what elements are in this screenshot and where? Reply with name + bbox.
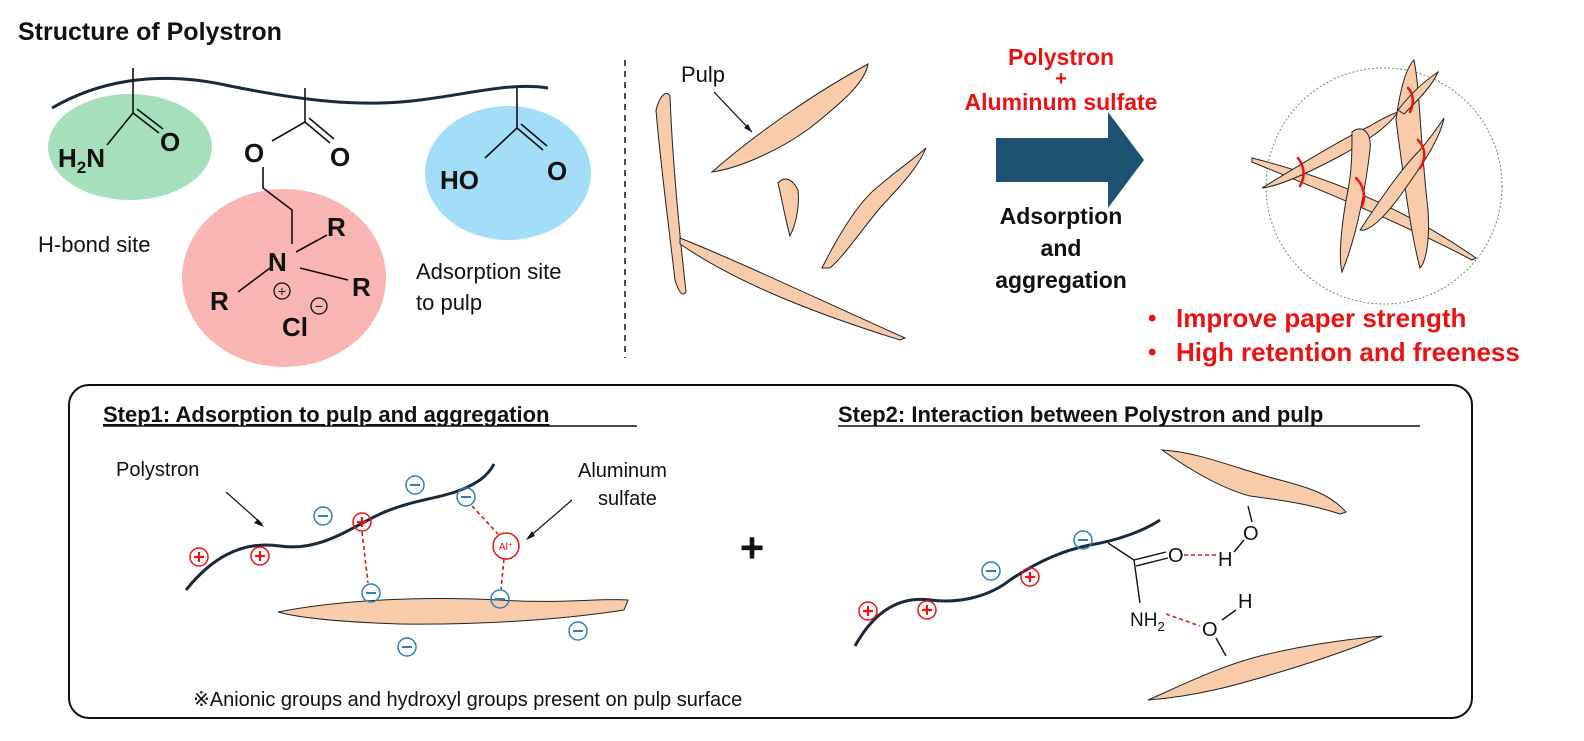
- r-group-3: R: [210, 286, 229, 316]
- loose-pulp-fibers: [655, 63, 927, 341]
- cationic-site-ellipse: [182, 189, 386, 367]
- benefit-bullet-1: •: [1148, 305, 1156, 332]
- aggregated-pulp: [1251, 58, 1503, 305]
- action-line-1: Adsorption: [1000, 203, 1123, 229]
- pulp-label: Pulp: [681, 62, 725, 87]
- step1-illustration: Polystron Aluminum sulfate Al⁺: [116, 459, 667, 657]
- svg-text:H2N: H2N: [58, 143, 105, 177]
- r-group-2: R: [352, 272, 371, 302]
- amide-subscript: 2: [77, 158, 86, 177]
- svg-text:NH2: NH2: [1130, 610, 1165, 634]
- step2-title: Step2: Interaction between Polystron and…: [838, 402, 1323, 427]
- step2-illustration: O NH2 H O O H: [853, 449, 1383, 701]
- additive-polystron: Polystron: [1008, 44, 1114, 70]
- step1-polystron-label: Polystron: [116, 459, 199, 481]
- acid-hydroxyl: HO: [440, 165, 479, 195]
- steps-plus-icon: +: [740, 524, 765, 571]
- adsorption-site-ellipse: [425, 106, 591, 240]
- action-line-2: and: [1041, 235, 1082, 261]
- footnote: ※Anionic groups and hydroxyl groups pres…: [193, 689, 742, 711]
- step2-h-bottom: H: [1238, 591, 1252, 613]
- nitrogen-atom: N: [268, 247, 287, 277]
- adsorption-site-label-1: Adsorption site: [416, 259, 562, 284]
- step2-carbonyl-o: O: [1168, 545, 1184, 567]
- step2-amine-sub: 2: [1157, 619, 1164, 634]
- aluminum-ion-label: Al⁺: [499, 542, 513, 553]
- aluminum-ion-icon: [492, 532, 520, 560]
- additive-plus: +: [1055, 68, 1067, 90]
- step2-amine-nh: NH: [1130, 610, 1157, 631]
- step2-h-top: H: [1218, 549, 1232, 571]
- step1-alum-label-2: sulfate: [598, 488, 657, 510]
- steps-panel: [68, 384, 1473, 719]
- step2-o-bottom: O: [1202, 619, 1218, 641]
- polymer-structure: H2N O O O N R R R + Cl − HO O H-bond sit…: [38, 68, 591, 367]
- step1-alum-label-1: Aluminum: [578, 460, 667, 482]
- polymer-backbone: [51, 76, 549, 110]
- page-title: Structure of Polystron: [18, 18, 282, 46]
- benefit-bullet-2: •: [1148, 339, 1156, 366]
- ester-oxygen-1: O: [244, 138, 264, 168]
- svg-text:+: +: [278, 283, 286, 299]
- acid-oxygen: O: [547, 156, 567, 186]
- process-arrow-icon: [996, 112, 1144, 208]
- amide-h: H: [58, 143, 77, 173]
- step2-polymer-chain: [853, 518, 1161, 647]
- positive-charge-icon: [273, 282, 291, 300]
- amide-oxygen: O: [160, 127, 180, 157]
- amide-n: N: [86, 143, 105, 173]
- svg-text:−: −: [315, 298, 323, 314]
- step2-o-top: O: [1243, 523, 1259, 545]
- adsorption-site-label-2: to pulp: [416, 290, 482, 315]
- step1-polymer-chain: [184, 463, 496, 591]
- benefit-1: Improve paper strength: [1176, 303, 1466, 333]
- ester-oxygen-2: O: [330, 142, 350, 172]
- r-group-1: R: [327, 212, 346, 242]
- step1-title: Step1: Adsorption to pulp and aggregatio…: [103, 402, 550, 427]
- hbond-site-ellipse: [48, 94, 212, 200]
- hbond-site-label: H-bond site: [38, 232, 151, 257]
- additive-alum: Aluminum sulfate: [965, 89, 1158, 115]
- chloride-ion: Cl: [282, 312, 308, 342]
- action-line-3: aggregation: [995, 267, 1127, 293]
- negative-charge-icon: [310, 297, 328, 315]
- benefit-2: High retention and freeness: [1176, 337, 1520, 367]
